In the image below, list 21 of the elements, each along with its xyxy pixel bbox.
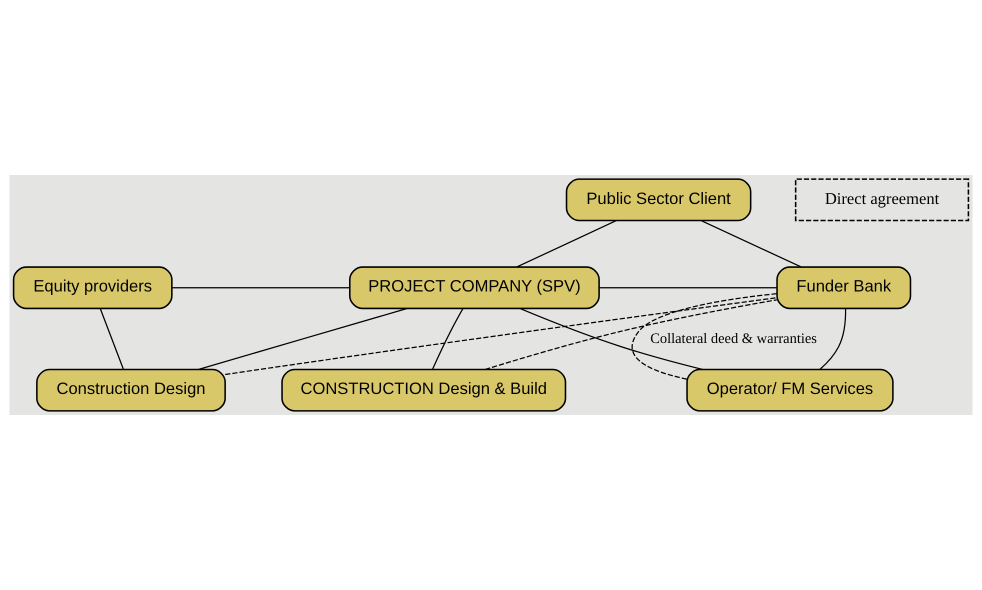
connector [172, 287, 350, 288]
node-box: Funder Bank [776, 266, 912, 310]
node-box: Operator/ FM Services [686, 368, 894, 412]
connector [520, 308, 703, 370]
node-box: Equity providers [12, 266, 173, 310]
connector [225, 297, 777, 376]
connector [700, 220, 802, 268]
connector [100, 308, 124, 370]
connector [516, 220, 617, 268]
connector [198, 308, 408, 370]
node-box: Construction Design [36, 368, 226, 412]
legend-label: Direct agreement [824, 188, 940, 208]
node-box: CONSTRUCTION Design & Build [281, 368, 566, 412]
edge-label: Collateral deed & warranties [650, 330, 817, 347]
connector [432, 308, 464, 370]
connector [632, 293, 777, 380]
connector [599, 287, 777, 288]
connector [485, 299, 777, 370]
connector [820, 308, 846, 370]
node-box: Public Sector Client [566, 178, 752, 222]
node-box: PROJECT COMPANY (SPV) [349, 266, 600, 310]
